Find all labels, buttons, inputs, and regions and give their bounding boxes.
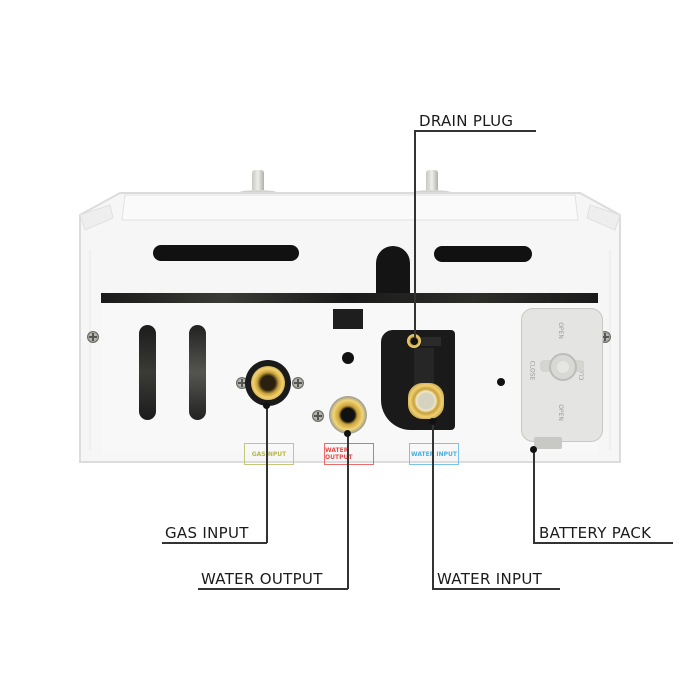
water-output-leader-v <box>347 434 349 589</box>
drain-plug-leader-dot <box>411 338 418 345</box>
battery-pack-cover[interactable]: OPEN CLOSE CLOSE OPEN <box>521 308 603 442</box>
water-input-leader-v <box>432 422 434 589</box>
callout-battery-pack: BATTERY PACK <box>539 524 652 542</box>
battery-cover-label-left: CLOSE <box>528 360 536 381</box>
callout-water-output: WATER OUTPUT <box>201 570 323 588</box>
water-output-leader-h <box>198 588 348 590</box>
vent-slot-vertical-2 <box>189 325 206 420</box>
mount-hole <box>342 352 354 364</box>
callout-drain-plug: DRAIN PLUG <box>419 112 514 130</box>
water-input-leader-h <box>432 588 560 590</box>
gas-input-leader-v <box>266 406 268 543</box>
gas-input-fitting <box>245 360 291 406</box>
gas-input-leader-dot <box>263 402 270 409</box>
battery-pack-leader-dot <box>530 446 537 453</box>
battery-cover-hinge <box>534 437 562 449</box>
panel-tag-water-output: WATER OUTPUT <box>324 443 374 465</box>
battery-pack-leader-v <box>533 450 535 543</box>
gas-input-leader-h <box>162 542 267 544</box>
callout-water-input: WATER INPUT <box>437 570 543 588</box>
drain-plug-leader-h <box>414 130 536 132</box>
center-notch <box>376 246 410 296</box>
panel-tag-water-input: WATER INPUT <box>409 443 459 465</box>
battery-cover-knob-ring <box>549 353 577 381</box>
internal-band <box>101 293 598 303</box>
drain-plug-leader-v <box>414 130 416 342</box>
vent-slot-left <box>153 245 299 261</box>
battery-cover-label-bottom: OPEN <box>556 404 564 421</box>
vent-slot-vertical-1 <box>139 325 156 420</box>
vent-slot-right <box>434 246 532 262</box>
screw-left <box>87 331 99 343</box>
panel-tag-gas-input: GASINPUT <box>244 443 294 465</box>
water-input-fitting <box>408 383 444 419</box>
battery-cover-label-top: OPEN <box>556 322 564 339</box>
mount-hole-right <box>497 378 505 386</box>
water-output-fitting <box>329 396 367 434</box>
drain-pipe <box>421 337 441 346</box>
water-input-pipe <box>414 348 434 388</box>
battery-pack-leader-h <box>533 542 673 544</box>
water-output-screw-left <box>312 410 324 422</box>
water-input-leader-dot <box>429 418 436 425</box>
callout-gas-input: GAS INPUT <box>165 524 249 542</box>
water-output-leader-dot <box>344 430 351 437</box>
gas-input-screw-right <box>292 377 304 389</box>
sensor-window <box>333 309 363 329</box>
